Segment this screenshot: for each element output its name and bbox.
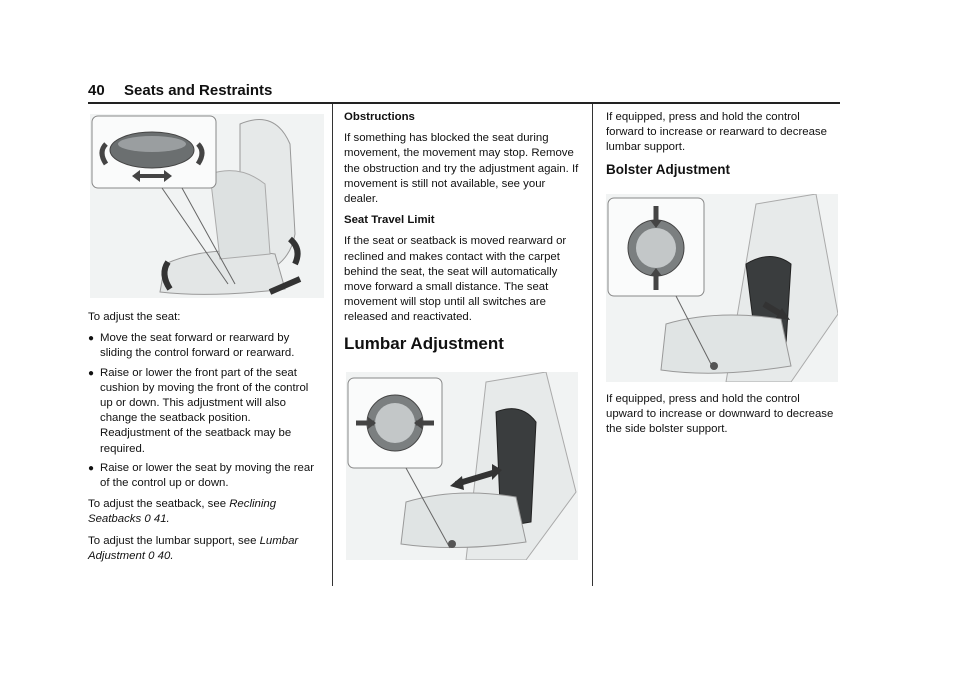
lumbar-link[interactable]: Lumbar Adjustment — [88, 534, 299, 562]
column-right-lower: If equipped, press and hold the control … — [606, 392, 838, 444]
section-title: Seats and Restraints — [124, 82, 273, 99]
seat-adjust-list: ● Move the seat forward or rearward by s… — [88, 331, 320, 491]
page-header: 40 Seats and Restraints — [88, 82, 840, 104]
seatback-text: To adjust the seatback, see — [88, 498, 230, 511]
adjust-seat-intro: To adjust the seat: — [88, 311, 181, 323]
seat-travel-text: If the seat or seatback is moved rearwar… — [344, 235, 567, 324]
obstructions-text: If something has blocked the seat during… — [344, 132, 579, 206]
seatback-reference: To adjust the seatback, see Reclining Se… — [88, 497, 320, 527]
list-item: ● Move the seat forward or rearward by s… — [88, 331, 320, 361]
page-number: 40 — [88, 82, 105, 99]
lumbar-figure — [346, 372, 578, 560]
column-right: If equipped, press and hold the control … — [606, 110, 838, 187]
bullet-icon: ● — [88, 462, 95, 474]
header-rule — [88, 102, 840, 104]
seat-controls-figure — [90, 114, 324, 298]
bullet-text: Raise or lower the front part of the sea… — [100, 366, 309, 455]
seat-travel-heading: Seat Travel Limit — [344, 214, 435, 227]
bullet-icon: ● — [88, 367, 95, 379]
column-middle: Obstructions If something has blocked th… — [344, 110, 580, 363]
lumbar-heading: Lumbar Adjustment — [344, 333, 504, 353]
lumbar-text: To adjust the lumbar support, see — [88, 534, 260, 547]
obstructions-heading: Obstructions — [344, 111, 415, 123]
list-item: ● Raise or lower the seat by moving the … — [88, 461, 320, 491]
bullet-icon: ● — [88, 333, 95, 345]
column-left: To adjust the seat: ● Move the seat forw… — [88, 310, 320, 570]
lumbar-reference: To adjust the lumbar support, see Lumbar… — [88, 534, 320, 564]
bolster-instructions: If equipped, press and hold the control … — [606, 393, 834, 436]
bullet-text: Raise or lower the seat by moving the re… — [100, 461, 314, 490]
list-item: ● Raise or lower the front part of the s… — [88, 366, 320, 457]
bullet-text: Move the seat forward or rearward by sli… — [100, 332, 295, 360]
seatback-link[interactable]: Reclining Seatbacks — [88, 498, 277, 526]
column-divider-right — [592, 104, 593, 586]
lumbar-instructions: If equipped, press and hold the control … — [606, 111, 827, 154]
bolster-figure — [606, 194, 838, 382]
column-divider-left — [332, 104, 333, 586]
bolster-heading: Bolster Adjustment — [606, 161, 731, 177]
lumbar-page-ref[interactable]: 0 40. — [148, 549, 174, 562]
seatback-page-ref[interactable]: 0 41. — [144, 513, 170, 526]
